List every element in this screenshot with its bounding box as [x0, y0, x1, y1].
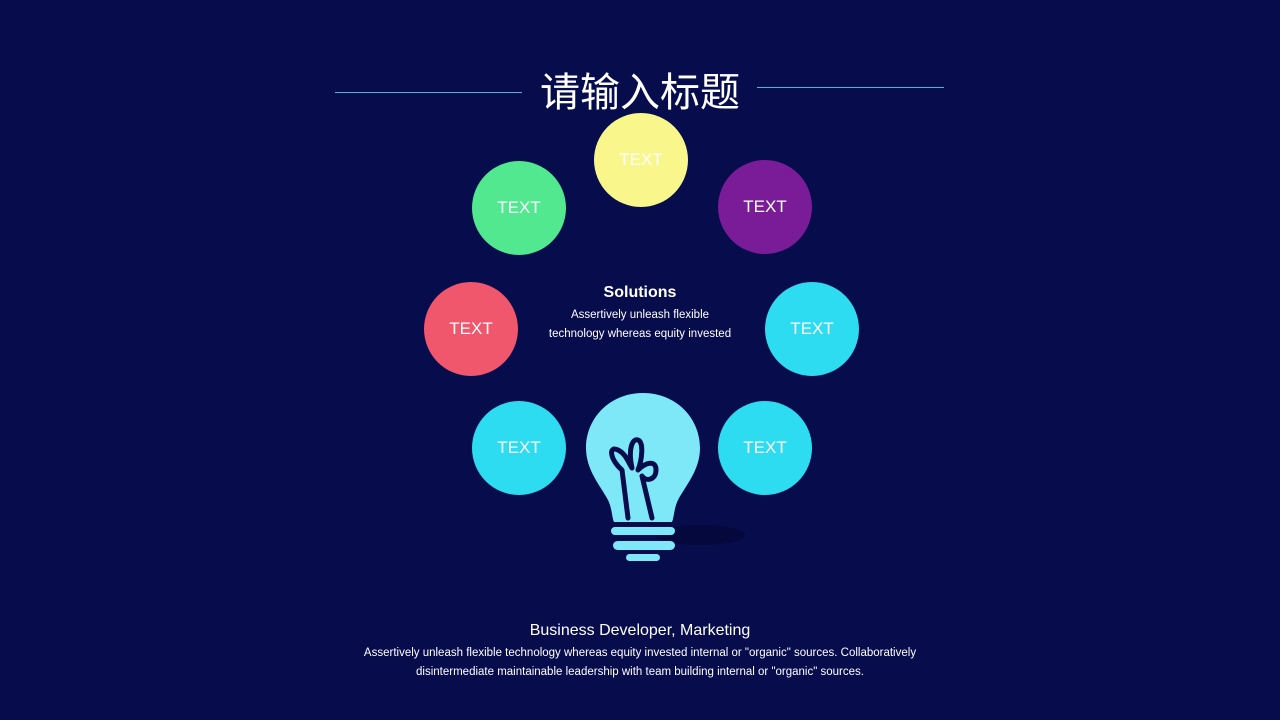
circle-label: TEXT — [790, 319, 834, 338]
footer-text: Business Developer, Marketing Assertivel… — [320, 622, 960, 682]
circle-top-right: TEXT — [718, 160, 812, 254]
circle-left: TEXT — [424, 282, 518, 376]
circle-label: TEXT — [743, 197, 787, 216]
footer-line-2: disintermediate maintainable leadership … — [416, 666, 864, 678]
circle-label: TEXT — [619, 150, 663, 169]
circle-bottom-right: TEXT — [718, 401, 812, 495]
circle-bottom-left: TEXT — [472, 401, 566, 495]
circle-label: TEXT — [497, 198, 541, 217]
center-line-2: technology whereas equity invested — [548, 328, 732, 340]
title-line-left — [335, 92, 522, 93]
footer-heading: Business Developer, Marketing — [529, 622, 751, 639]
circle-top: TEXT — [594, 113, 688, 207]
page-title: 请输入标题 — [540, 70, 740, 116]
center-line-1: Assertively unleash flexible — [570, 309, 710, 321]
title-line-right — [757, 87, 944, 88]
footer-line-1: Assertively unleash flexible technology … — [363, 647, 917, 659]
circle-top-left: TEXT — [472, 161, 566, 255]
circle-label: TEXT — [449, 319, 493, 338]
lightbulb-icon — [586, 393, 745, 561]
circle-right: TEXT — [765, 282, 859, 376]
center-heading: Solutions — [603, 284, 677, 301]
circle-label: TEXT — [497, 438, 541, 457]
circle-label: TEXT — [743, 438, 787, 457]
center-text: Solutions Assertively unleash flexible t… — [520, 284, 760, 344]
